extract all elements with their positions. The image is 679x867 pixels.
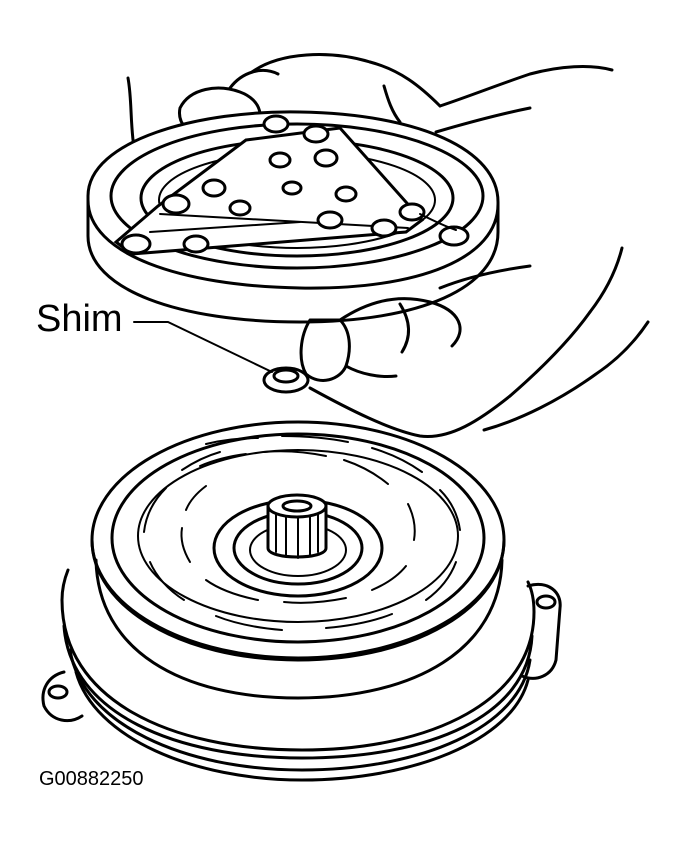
pulley-assembly xyxy=(41,420,562,782)
splined-shaft xyxy=(266,493,328,559)
shim xyxy=(262,366,310,394)
figure-id: G00882250 xyxy=(39,768,144,790)
pressure-plate xyxy=(86,110,500,324)
upper-hand xyxy=(126,53,614,150)
shim-label: Shim xyxy=(36,298,123,340)
shim-leader-line xyxy=(133,321,273,373)
lower-hand xyxy=(299,246,650,439)
rivets xyxy=(120,114,470,255)
rotor-slots xyxy=(143,435,461,631)
